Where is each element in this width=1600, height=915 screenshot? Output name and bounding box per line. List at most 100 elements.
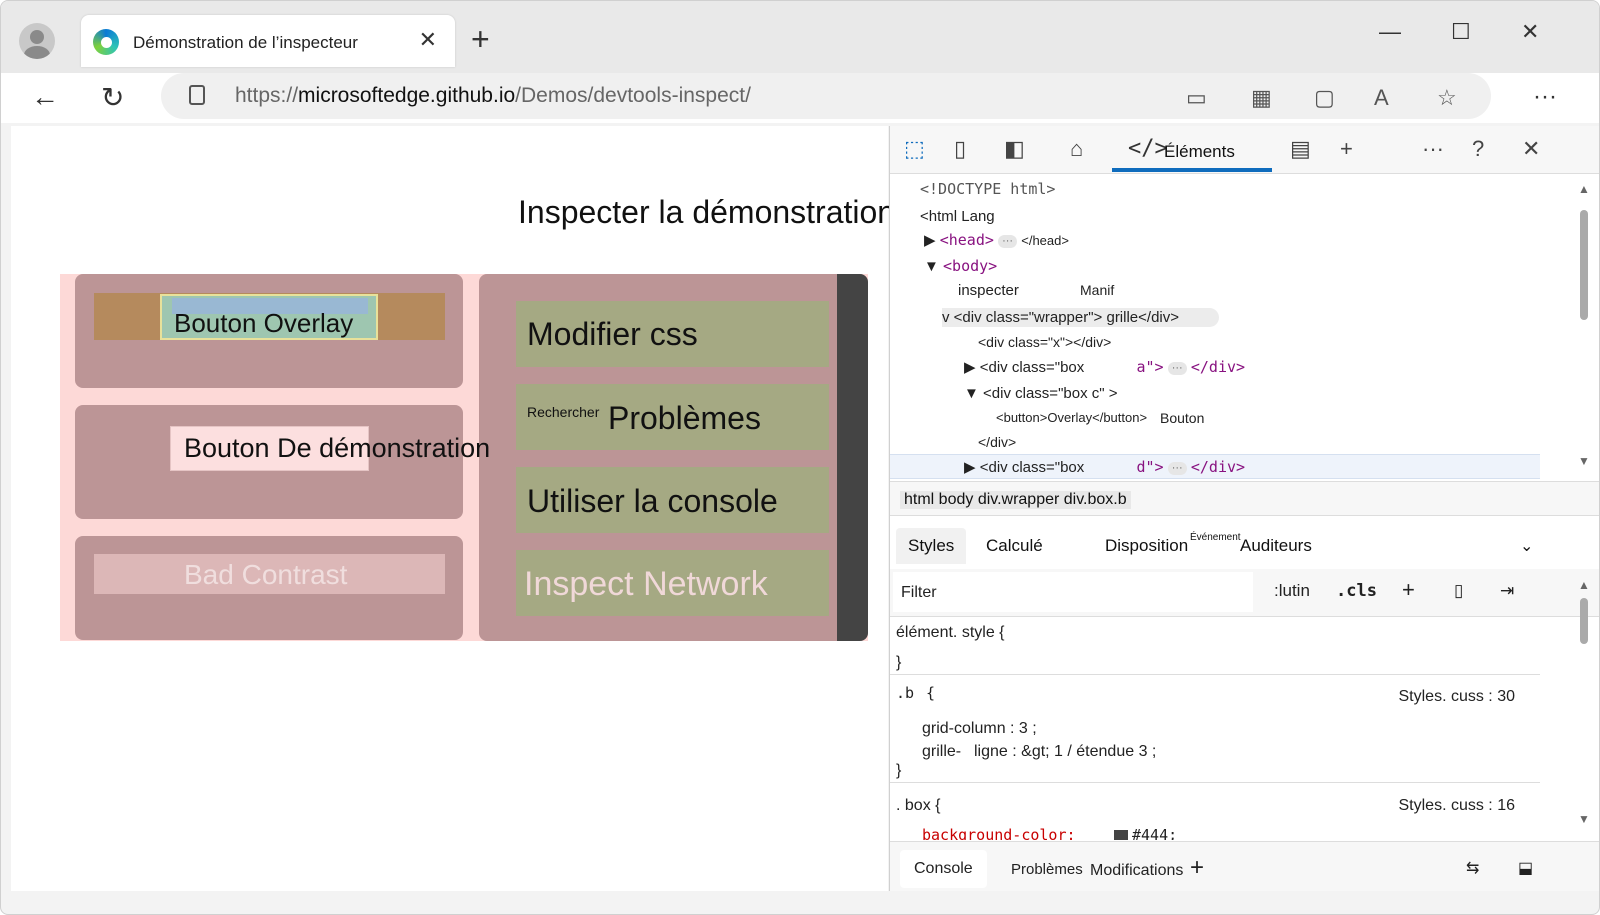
rule-b-prop-grid-row-a[interactable]: grille- bbox=[922, 743, 962, 760]
collections-icon[interactable]: ▢ bbox=[1314, 85, 1335, 110]
rule-b-prop-grid-column[interactable]: grid-column : 3 ; bbox=[922, 720, 1037, 737]
collapsed-pill[interactable]: ··· bbox=[1167, 461, 1187, 475]
edit-css-button[interactable]: Modifier css bbox=[516, 301, 829, 367]
dom-div-close[interactable]: </div> bbox=[978, 434, 1017, 450]
dom-box-c-row[interactable]: ▼ <div class="box c" > bbox=[964, 385, 1118, 402]
close-tab-icon[interactable]: ✕ bbox=[418, 27, 437, 52]
scroll-thumb[interactable] bbox=[1580, 210, 1588, 320]
hover-state-button[interactable]: :lutin bbox=[1274, 581, 1310, 600]
scroll-up-icon[interactable]: ▲ bbox=[1578, 182, 1590, 196]
address-bar[interactable]: https://microsoftedge.github.io/Demos/de… bbox=[161, 73, 1491, 119]
collapsed-pill[interactable]: ··· bbox=[1167, 361, 1187, 375]
rule-b-source-link[interactable]: Styles. cuss : 30 bbox=[1398, 688, 1516, 705]
rule-box-selector[interactable]: . box { bbox=[896, 797, 941, 814]
tab-elements[interactable]: </> Éléments bbox=[1112, 126, 1272, 172]
collapsed-pill[interactable]: ··· bbox=[998, 234, 1018, 248]
favorite-star-icon[interactable]: ☆ bbox=[1437, 85, 1457, 110]
expand-arrow-icon[interactable]: ▶ bbox=[964, 359, 976, 376]
drawer-tab-problems[interactable]: Problèmes bbox=[1011, 861, 1083, 878]
expand-arrow-icon[interactable]: ▶ bbox=[924, 232, 936, 249]
overlay-button[interactable]: Bouton Overlay bbox=[160, 294, 378, 340]
home-icon[interactable]: ⌂ bbox=[1070, 136, 1084, 161]
close-window-icon[interactable]: ✕ bbox=[1521, 19, 1540, 44]
rule-b-prop-grid-row-b[interactable]: ligne : &gt; 1 / étendue 3 ; bbox=[974, 743, 1157, 760]
overlay-button-label: Bouton Overlay bbox=[174, 308, 354, 338]
add-drawer-tab-icon[interactable]: + bbox=[1190, 854, 1205, 881]
sidebar-toggle-icon[interactable]: ⇥ bbox=[1500, 581, 1515, 600]
dom-doctype[interactable]: <!DOCTYPE html> bbox=[920, 180, 1056, 198]
problems-label: Problèmes bbox=[608, 400, 761, 436]
scroll-up-icon[interactable]: ▲ bbox=[1578, 578, 1590, 592]
maximize-icon[interactable]: ☐ bbox=[1451, 19, 1471, 44]
new-rule-icon[interactable]: + bbox=[1402, 577, 1415, 602]
dom-div-x[interactable]: <div class="x"></div> bbox=[978, 334, 1112, 350]
rule-element-style[interactable]: élément. style { bbox=[896, 624, 1005, 641]
help-icon[interactable]: ? bbox=[1472, 136, 1485, 161]
browser-tab[interactable]: Démonstration de l’inspecteur ✕ bbox=[81, 15, 455, 67]
tab-styles[interactable]: Styles bbox=[896, 528, 967, 564]
dock-side-icon[interactable]: ◧ bbox=[1004, 136, 1025, 161]
tab-listeners[interactable]: Auditeurs bbox=[1240, 536, 1312, 555]
close-devtools-icon[interactable]: ✕ bbox=[1522, 136, 1541, 161]
dom-box-a-row[interactable]: ▶ <div class="box a"> ··· </div> bbox=[964, 358, 1245, 376]
cast-icon[interactable]: ▭ bbox=[1186, 85, 1207, 110]
console-tab-icon[interactable]: ▤ bbox=[1290, 136, 1311, 161]
chevron-down-icon[interactable]: ⌄ bbox=[1520, 538, 1534, 555]
collapse-arrow-icon[interactable]: ▼ bbox=[964, 385, 979, 402]
inspect-network-button[interactable]: Inspect Network bbox=[516, 550, 829, 616]
dom-box-d-open: <div class="box bbox=[979, 459, 1085, 476]
search-small-label: Rechercher bbox=[527, 404, 600, 420]
drawer-tab-changes[interactable]: Modifications bbox=[1090, 862, 1184, 879]
demo-button[interactable]: Bouton De démonstration bbox=[170, 426, 490, 471]
dom-scrollbar[interactable]: ▲ ▼ bbox=[1578, 182, 1590, 472]
color-swatch[interactable] bbox=[1114, 830, 1128, 840]
breadcrumb-path[interactable]: html body div.wrapper div.box.b bbox=[900, 491, 1131, 509]
dom-button-overlay[interactable]: <button>Overlay</button> bbox=[996, 410, 1148, 425]
back-icon[interactable]: ← bbox=[31, 81, 59, 112]
scroll-down-icon[interactable]: ▼ bbox=[1578, 454, 1590, 468]
move-drawer-icon[interactable]: ⇆ bbox=[1466, 860, 1480, 877]
scroll-down-icon[interactable]: ▼ bbox=[1578, 812, 1590, 826]
expand-arrow-icon[interactable]: ▶ bbox=[964, 459, 976, 476]
rule-box-prop[interactable]: background-color: bbox=[922, 826, 1076, 840]
cls-button[interactable]: .cls bbox=[1336, 581, 1377, 601]
device-emulation-icon[interactable]: ▯ bbox=[954, 136, 967, 161]
tab-event-small[interactable]: Événement bbox=[1190, 532, 1241, 543]
scroll-thumb[interactable] bbox=[1580, 598, 1588, 644]
new-tab-button[interactable]: + bbox=[471, 21, 490, 57]
dom-body-row[interactable]: ▼ <body> bbox=[924, 257, 997, 275]
paint-icon[interactable]: ▯ bbox=[1454, 581, 1464, 600]
problems-button[interactable]: Rechercher Problèmes bbox=[516, 384, 829, 450]
collapse-arrow-icon[interactable]: ▼ bbox=[924, 258, 939, 275]
read-aloud-icon[interactable]: A bbox=[1374, 85, 1389, 110]
page-title: Inspecter la démonstration bbox=[518, 194, 896, 230]
rule-box-source-link[interactable]: Styles. cuss : 16 bbox=[1398, 797, 1516, 814]
bad-contrast-button[interactable]: Bad Contrast bbox=[94, 554, 445, 594]
profile-avatar[interactable] bbox=[19, 23, 55, 59]
drawer-tab-console[interactable]: Console bbox=[900, 850, 987, 888]
tab-computed[interactable]: Calculé bbox=[986, 536, 1043, 555]
more-tabs-icon[interactable]: + bbox=[1340, 136, 1353, 161]
tab-layout[interactable]: Disposition bbox=[1105, 536, 1189, 555]
styles-scrollbar[interactable]: ▲ ▼ bbox=[1578, 578, 1590, 828]
use-console-label: Utiliser la console bbox=[527, 483, 778, 519]
dom-html[interactable]: <html Lang bbox=[920, 208, 995, 225]
inspect-element-icon[interactable]: ⬚ bbox=[904, 136, 925, 161]
dom-head-row[interactable]: ▶ <head> ··· </head> bbox=[924, 231, 1069, 249]
apps-icon[interactable]: ▦ bbox=[1251, 85, 1272, 110]
more-menu-icon[interactable]: ··· bbox=[1533, 83, 1557, 110]
rule-box-value[interactable]: #444; bbox=[1132, 826, 1178, 840]
tab-bar: Démonstration de l’inspecteur ✕ + — ☐ ✕ bbox=[1, 1, 1599, 73]
minimize-icon[interactable]: — bbox=[1379, 19, 1401, 44]
use-console-button[interactable]: Utiliser la console bbox=[516, 467, 829, 533]
filter-input[interactable]: Filter bbox=[893, 572, 1253, 612]
close-drawer-icon[interactable]: ⬓ bbox=[1518, 860, 1534, 877]
rule-b-selector[interactable]: .b bbox=[896, 684, 915, 702]
dom-box-d-row[interactable]: ▶ <div class="box d"> ··· </div> bbox=[964, 458, 1245, 476]
refresh-icon[interactable]: ↻ bbox=[101, 82, 125, 113]
customize-icon[interactable]: ··· bbox=[1422, 136, 1444, 161]
url-text[interactable]: https://microsoftedge.github.io/Demos/de… bbox=[235, 84, 751, 108]
selected-node-row bbox=[890, 454, 1540, 479]
dom-wrapper-node[interactable]: v <div class="wrapper"> grille</div> bbox=[942, 308, 1220, 327]
devtools-panel: ⬚ ▯ ◧ ⌂ </> Éléments ▤ + ··· ? ✕ <!DOCTY… bbox=[889, 126, 1599, 891]
